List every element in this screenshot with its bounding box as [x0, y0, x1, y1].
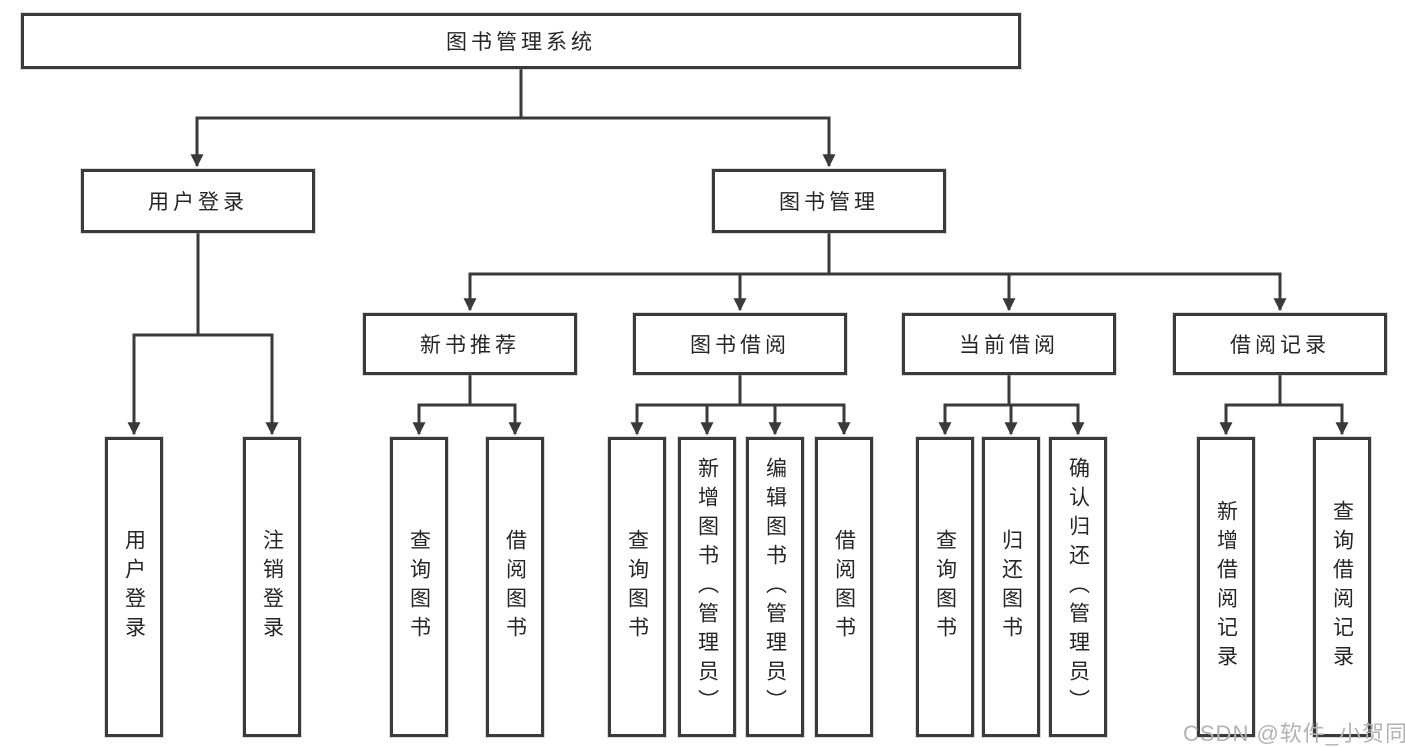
leaf-current-confirm-return-admin: 确认归还（管理员）	[1049, 437, 1107, 737]
node-label: 确认归还（管理员）	[1066, 456, 1090, 718]
node-new-book-recommend: 新书推荐	[363, 313, 577, 375]
node-label: 查询借阅记录	[1330, 500, 1354, 674]
node-label: 图书管理系统	[446, 31, 596, 54]
leaf-record-query-record: 查询借阅记录	[1313, 437, 1371, 737]
node-label: 查询图书	[407, 529, 431, 645]
node-book-borrowing: 图书借阅	[633, 313, 847, 375]
leaf-current-query-books: 查询图书	[916, 437, 974, 737]
leaf-record-add-record: 新增借阅记录	[1197, 437, 1255, 737]
node-label: 查询图书	[933, 529, 957, 645]
leaf-user-login: 用户登录	[105, 437, 163, 737]
leaf-borrow-borrow-books: 借阅图书	[815, 437, 873, 737]
node-current-borrowing: 当前借阅	[902, 313, 1116, 375]
node-label: 归还图书	[999, 529, 1023, 645]
node-label: 当前借阅	[959, 334, 1059, 357]
leaf-borrow-add-books-admin: 新增图书（管理员）	[678, 437, 736, 737]
node-label: 图书管理	[779, 191, 879, 214]
leaf-borrow-edit-books-admin: 编辑图书（管理员）	[746, 437, 804, 737]
leaf-logout: 注销登录	[243, 437, 301, 737]
node-label: 查询图书	[625, 529, 649, 645]
leaf-newbook-query-books: 查询图书	[390, 437, 448, 737]
node-label: 用户登录	[148, 191, 248, 214]
node-label: 借阅图书	[503, 529, 527, 645]
node-label: 编辑图书（管理员）	[763, 456, 787, 718]
node-label: 借阅图书	[832, 529, 856, 645]
csdn-watermark: CSDN @软件_小贺同学	[1183, 721, 1405, 746]
node-book-management-group: 图书管理	[712, 169, 946, 233]
leaf-newbook-borrow-books: 借阅图书	[486, 437, 544, 737]
node-label: 借阅记录	[1230, 334, 1330, 357]
node-label: 用户登录	[122, 529, 146, 645]
node-user-login-group: 用户登录	[81, 169, 315, 233]
node-label: 注销登录	[260, 529, 284, 645]
node-label: 新增图书（管理员）	[695, 456, 719, 718]
leaf-borrow-query-books: 查询图书	[608, 437, 666, 737]
node-borrowing-records: 借阅记录	[1173, 313, 1387, 375]
node-label: 图书借阅	[690, 334, 790, 357]
node-root-system: 图书管理系统	[21, 13, 1021, 69]
node-label: 新增借阅记录	[1214, 500, 1238, 674]
leaf-current-return-books: 归还图书	[982, 437, 1040, 737]
node-label: 新书推荐	[420, 334, 520, 357]
